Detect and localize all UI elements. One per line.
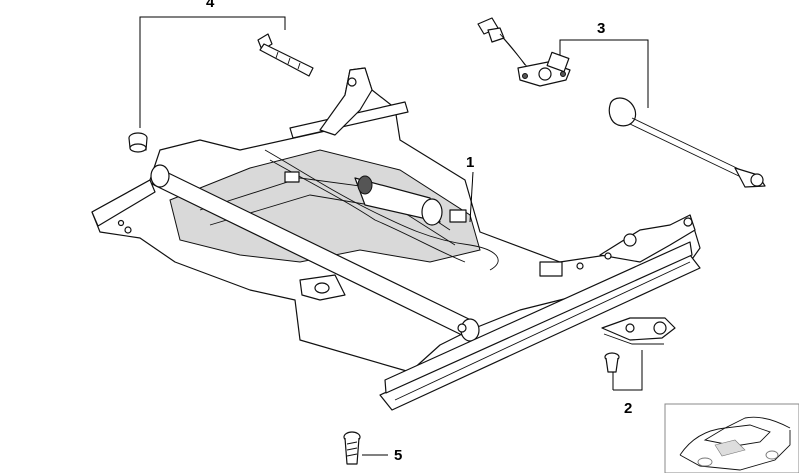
callout-5: 5	[394, 447, 402, 464]
bracket-part-2[interactable]	[601, 317, 676, 345]
screw-part-5[interactable]	[343, 431, 361, 465]
screw-part-2[interactable]	[604, 352, 620, 373]
car-outline-icon	[679, 416, 791, 471]
callout-2: 2	[624, 400, 632, 417]
pin-part-4[interactable]	[257, 33, 314, 77]
cable-part-3[interactable]	[477, 17, 766, 188]
screw-part-4[interactable]	[128, 132, 148, 153]
leader-lines	[139, 16, 649, 456]
seat-frame-part[interactable]	[91, 67, 701, 411]
callout-1: 1	[466, 154, 474, 171]
callout-4: 4	[206, 0, 215, 11]
callout-3: 3	[597, 20, 605, 37]
vehicle-thumbnail	[664, 403, 799, 473]
